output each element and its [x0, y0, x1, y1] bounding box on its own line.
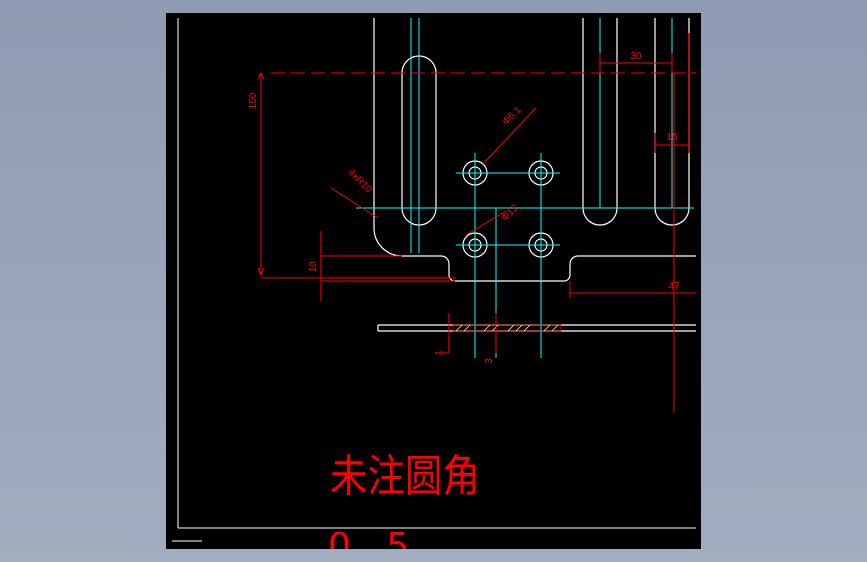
- part-outline: [373, 18, 696, 332]
- note-line-1: 未注圆角: [330, 451, 480, 502]
- dim-10: 10: [308, 261, 319, 273]
- dim-3: 3: [484, 358, 495, 364]
- dimension-texts: 150 30 15 Φ5.1 Φ12 4xR10 10 47 1 3: [248, 51, 680, 364]
- dimension-lines: [257, 33, 696, 413]
- dim-47: 47: [668, 281, 680, 292]
- drawing-sheet: 150 30 15 Φ5.1 Φ12 4xR10 10 47 1 3 未注圆角 …: [166, 13, 701, 549]
- centerlines: [356, 18, 694, 358]
- note-line-2: 0.5: [328, 526, 421, 549]
- drawing-frame: [172, 18, 696, 542]
- dim-diameter-12: Φ12: [500, 202, 522, 224]
- dim-15: 15: [666, 132, 678, 143]
- dim-1: 1: [434, 350, 445, 356]
- section-hatch: [452, 324, 562, 332]
- fillet-note: 未注圆角 0.5: [328, 451, 480, 549]
- cad-drawing-canvas: 150 30 15 Φ5.1 Φ12 4xR10 10 47 1 3 未注圆角 …: [172, 18, 696, 549]
- dim-30: 30: [630, 51, 642, 62]
- dim-radius-note: 4xR10: [346, 167, 375, 196]
- dim-150: 150: [248, 92, 259, 109]
